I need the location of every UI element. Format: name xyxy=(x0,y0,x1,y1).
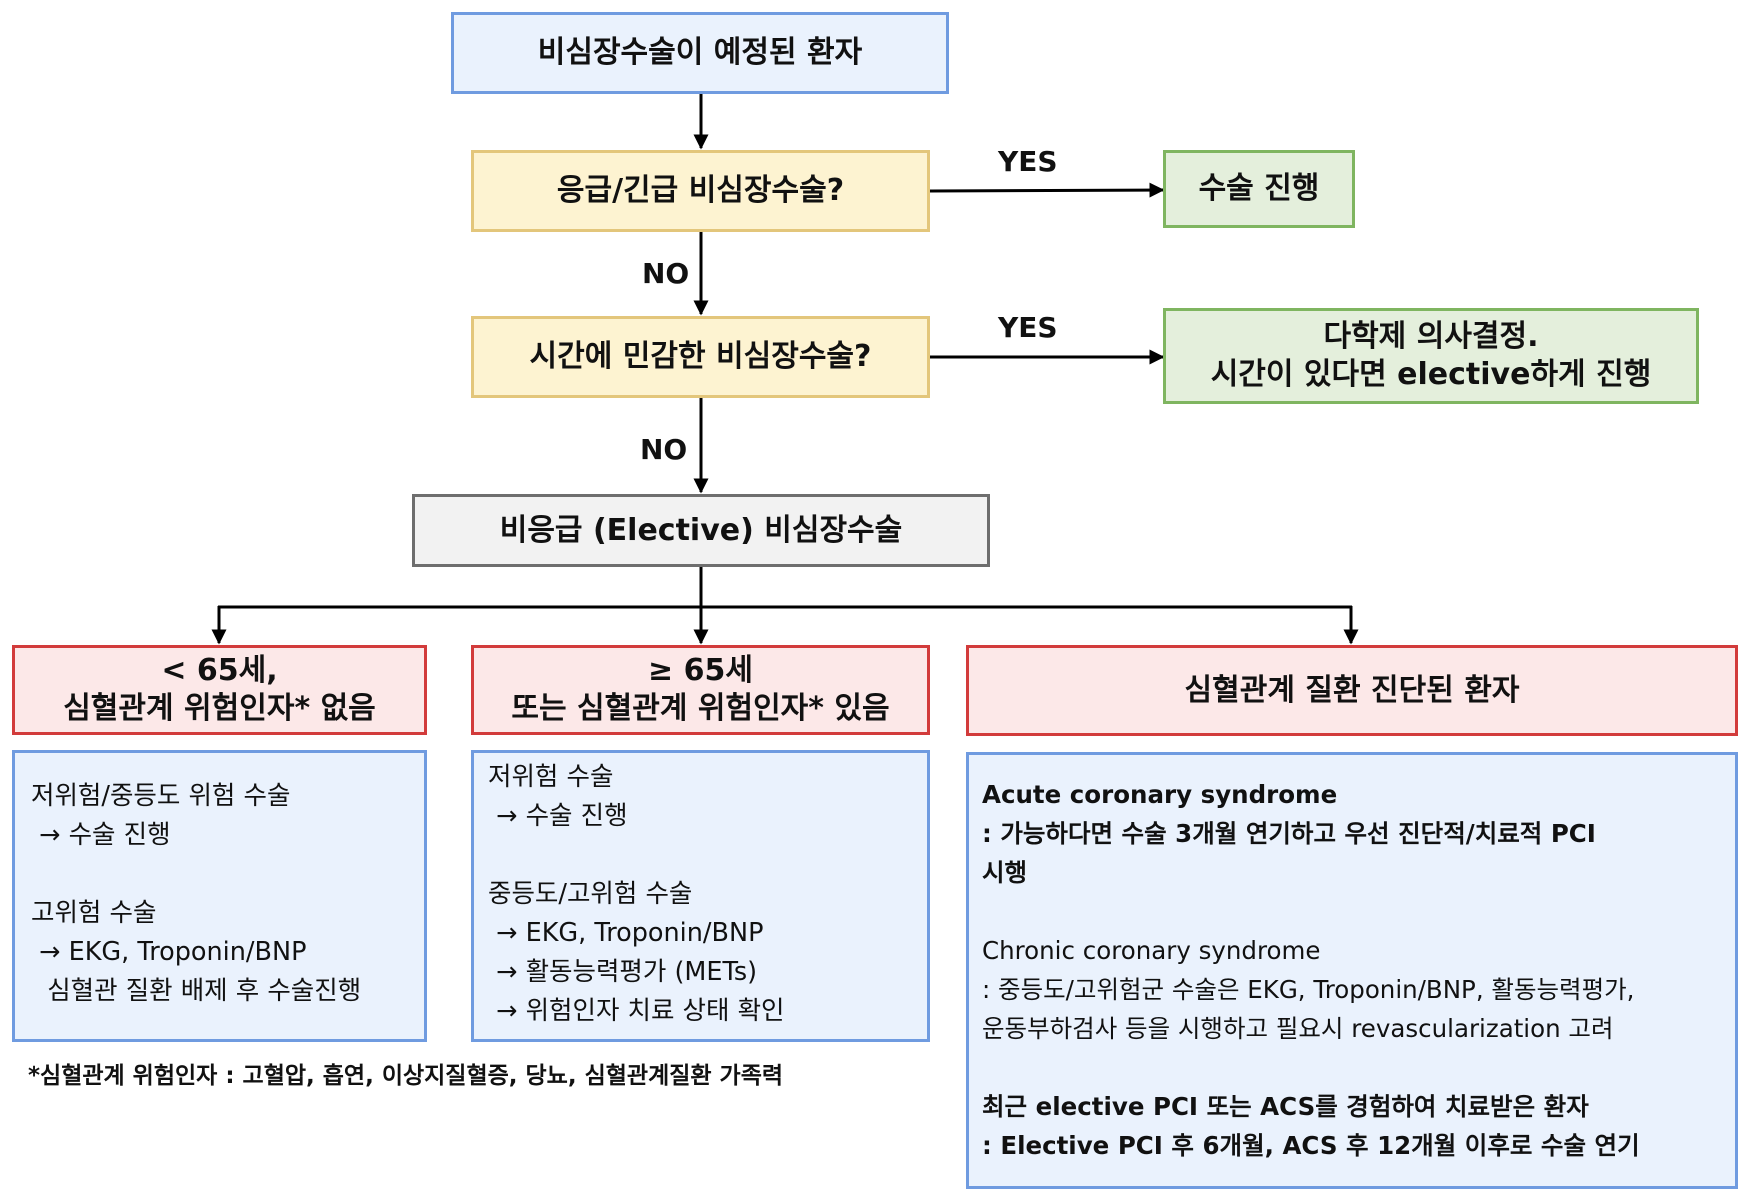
detail-acs-line2: 시행 xyxy=(982,858,1028,887)
detail-high-line3: 중등도/고위험 수술 xyxy=(488,879,693,909)
detail-low-line5: 심혈관 질환 배제 후 수술진행 xyxy=(31,976,362,1006)
yes-label-time: YES xyxy=(998,311,1058,344)
detail-cvd-gap1 xyxy=(982,892,1735,931)
detail-low-gap xyxy=(31,855,424,894)
detail-low-line1: 저위험/중등도 위험 수술 xyxy=(31,781,291,811)
group-high-line2: 또는 심혈관계 위험인자* 있음 xyxy=(511,691,890,726)
group-high-line1: ≥ 65세 xyxy=(648,653,753,688)
elective-node: 비응급 (Elective) 비심장수술 xyxy=(412,494,990,567)
multidisciplinary-node: 다학제 의사결정. 시간이 있다면 elective하게 진행 xyxy=(1163,308,1699,404)
detail-cvd: Acute coronary syndrome : 가능하다면 수술 3개월 연… xyxy=(966,752,1738,1189)
group-cvd-node: 심혈관계 질환 진단된 환자 xyxy=(966,645,1738,736)
detail-high-line4: → EKG, Troponin/BNP xyxy=(488,918,764,948)
detail-high-line5: → 활동능력평가 (METs) xyxy=(488,957,758,987)
detail-high-gap xyxy=(488,836,927,875)
detail-low-line2: → 수술 진행 xyxy=(31,820,171,850)
multidisciplinary-line2: 시간이 있다면 elective하게 진행 xyxy=(1210,357,1652,392)
footnote: *심혈관계 위험인자 : 고혈압, 흡연, 이상지질혈증, 당뇨, 심혈관계질환… xyxy=(28,1063,784,1089)
detail-high-line2: → 수술 진행 xyxy=(488,801,628,831)
detail-recent-title: 최근 elective PCI 또는 ACS를 경험하여 치료받은 환자 xyxy=(982,1092,1589,1121)
time-sensitive-question-text: 시간에 민감한 비심장수술? xyxy=(529,339,872,374)
detail-recent-line1: : Elective PCI 후 6개월, ACS 후 12개월 이후로 수술 … xyxy=(982,1131,1640,1160)
detail-cvd-gap2 xyxy=(982,1048,1735,1087)
detail-low-line4: → EKG, Troponin/BNP xyxy=(31,937,307,967)
detail-high-line6: → 위험인자 치료 상태 확인 xyxy=(488,996,785,1026)
multidisciplinary-line1: 다학제 의사결정. xyxy=(1323,319,1539,354)
proceed-text: 수술 진행 xyxy=(1198,171,1320,206)
start-node-text: 비심장수술이 예정된 환자 xyxy=(537,35,863,70)
urgent-question-node: 응급/긴급 비심장수술? xyxy=(471,150,930,232)
detail-acs-line1: : 가능하다면 수술 3개월 연기하고 우선 진단적/치료적 PCI xyxy=(982,819,1596,848)
proceed-node: 수술 진행 xyxy=(1163,150,1355,228)
group-high-node: ≥ 65세 또는 심혈관계 위험인자* 있음 xyxy=(471,645,930,735)
detail-high-line1: 저위험 수술 xyxy=(488,762,614,792)
yes-label-urgent: YES xyxy=(998,145,1058,178)
detail-acs-title: Acute coronary syndrome xyxy=(982,780,1338,809)
time-sensitive-question-node: 시간에 민감한 비심장수술? xyxy=(471,316,930,398)
no-label-urgent: NO xyxy=(642,257,690,290)
group-cvd-text: 심혈관계 질환 진단된 환자 xyxy=(1184,672,1520,708)
no-label-time: NO xyxy=(640,433,688,466)
detail-low-line3: 고위험 수술 xyxy=(31,898,157,928)
detail-ccs-line2: 운동부하검사 등을 시행하고 필요시 revascularization 고려 xyxy=(982,1014,1614,1043)
elective-text: 비응급 (Elective) 비심장수술 xyxy=(499,512,903,548)
urgent-question-text: 응급/긴급 비심장수술? xyxy=(556,173,845,208)
start-node: 비심장수술이 예정된 환자 xyxy=(451,12,949,94)
detail-ccs-line1: : 중등도/고위험군 수술은 EKG, Troponin/BNP, 활동능력평가… xyxy=(982,975,1635,1004)
arrow-urgent-yes xyxy=(929,182,1165,198)
detail-low-risk: 저위험/중등도 위험 수술 → 수술 진행 고위험 수술 → EKG, Trop… xyxy=(12,750,427,1042)
detail-ccs-title: Chronic coronary syndrome xyxy=(982,936,1321,965)
group-low-node: < 65세, 심혈관계 위험인자* 없음 xyxy=(12,645,427,735)
group-low-line1: < 65세, xyxy=(161,653,278,688)
detail-high-risk: 저위험 수술 → 수술 진행 중등도/고위험 수술 → EKG, Troponi… xyxy=(471,750,930,1042)
group-low-line2: 심혈관계 위험인자* 없음 xyxy=(63,691,376,726)
